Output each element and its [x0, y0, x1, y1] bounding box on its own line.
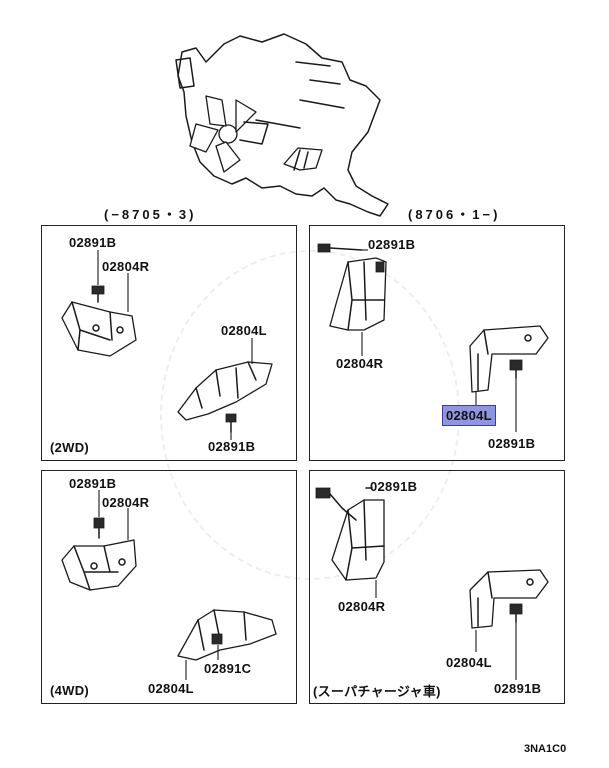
tr-label-02804r: 02804R	[336, 356, 384, 371]
tr-label-02891b-bottom: 02891B	[488, 436, 536, 451]
bl-label-02804r: 02804R	[102, 495, 150, 510]
tr-label-02804l-highlighted[interactable]: 02804L	[442, 405, 496, 426]
br-label-02804r: 02804R	[338, 599, 386, 614]
br-label-02891b-bottom: 02891B	[494, 681, 542, 696]
tr-label-02891b-top: 02891B	[368, 237, 416, 252]
header-left-date-range: (−8705・3)	[104, 207, 197, 222]
panel-bottom-left	[41, 470, 297, 704]
panel-top-left	[41, 225, 297, 461]
highlighted-part-number: 02804L	[442, 405, 496, 426]
bl-label-02891c: 02891C	[204, 661, 252, 676]
diagram-code: 3NA1C0	[524, 743, 567, 755]
br-label-02804l: 02804L	[446, 655, 492, 670]
panel-top-right	[309, 225, 565, 461]
tl-label-02804l: 02804L	[221, 323, 267, 338]
tl-label-02804r: 02804R	[102, 259, 150, 274]
bl-label-02804l: 02804L	[148, 681, 194, 696]
bl-label-02891b: 02891B	[69, 476, 117, 491]
engine-overview-drawing	[175, 33, 389, 217]
header-right-date-range: (8706・1−)	[408, 207, 501, 222]
br-label-02891b-top: 02891B	[370, 479, 418, 494]
br-variant-label: (スーパチャージャ車)	[313, 684, 441, 699]
tl-variant-label: (2WD)	[50, 440, 90, 455]
bl-variant-label: (4WD)	[50, 683, 90, 698]
tl-label-02891b-bottom: 02891B	[208, 439, 256, 454]
panel-bottom-right	[309, 470, 565, 704]
tl-label-02891b-top: 02891B	[69, 235, 117, 250]
